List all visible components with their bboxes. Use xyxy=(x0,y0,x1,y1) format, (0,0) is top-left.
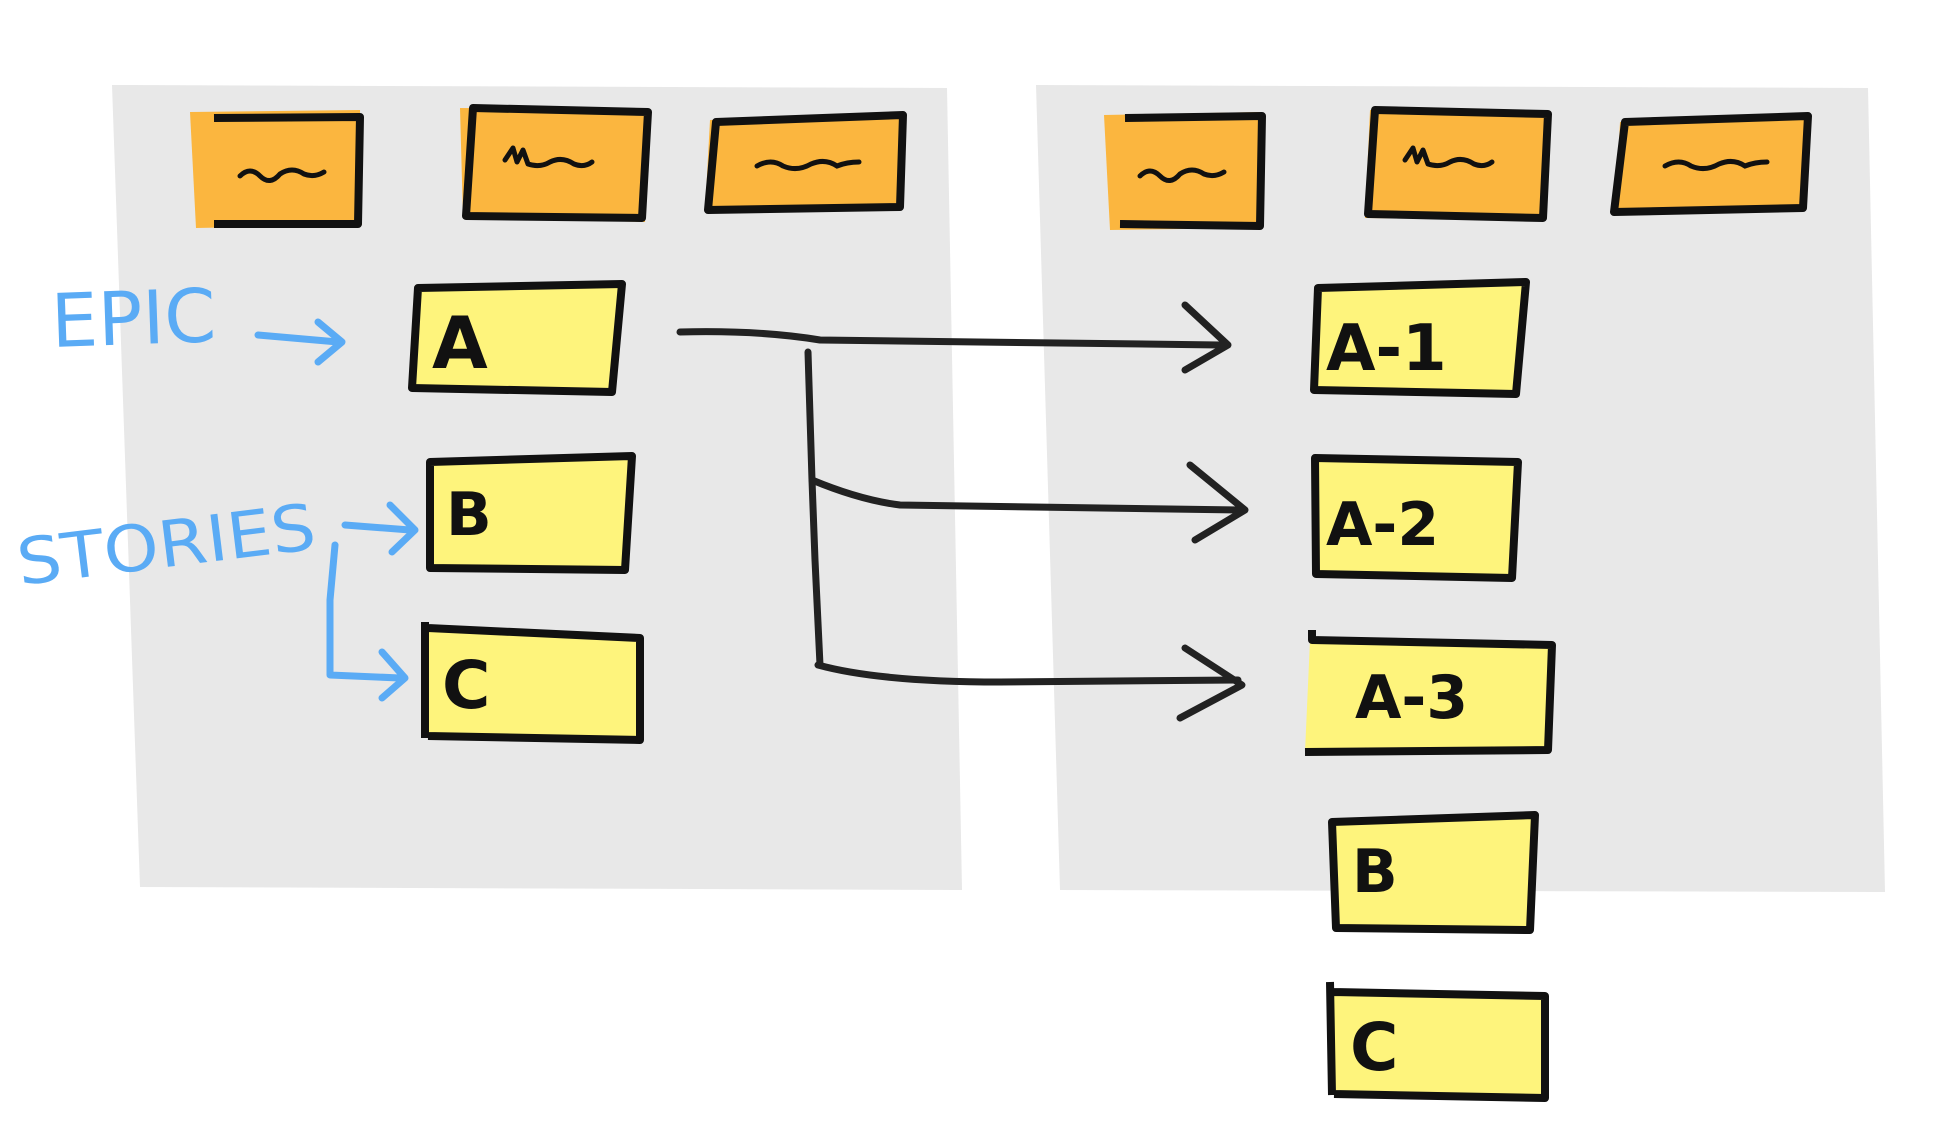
card-label: B xyxy=(1352,837,1398,907)
arrowhead-icon xyxy=(314,318,346,366)
split-connectors xyxy=(676,301,1249,722)
squiggle-icon xyxy=(502,145,595,169)
card-label: A xyxy=(432,301,488,385)
left-header-card-1 xyxy=(190,110,364,228)
squiggle-icon xyxy=(754,158,862,172)
right-header-card-1 xyxy=(1104,112,1266,230)
squiggle-icon xyxy=(1662,158,1770,172)
left-card-a: A xyxy=(408,280,626,396)
left-card-c: C xyxy=(421,622,644,744)
arrowhead-icon xyxy=(1181,301,1232,374)
card-label: A-2 xyxy=(1326,490,1439,560)
card-label: A-1 xyxy=(1326,312,1447,386)
left-card-b: B xyxy=(426,452,636,574)
squiggle-icon xyxy=(1402,145,1495,169)
left-header-card-2 xyxy=(460,104,652,222)
left-header-card-3 xyxy=(704,111,907,214)
right-card-a-3: A-3 xyxy=(1304,630,1556,756)
connector-a-to-a-3 xyxy=(814,661,1242,686)
epic-arrow xyxy=(254,318,346,366)
right-card-c: C xyxy=(1326,981,1549,1102)
arrowhead-icon xyxy=(1176,644,1246,722)
stories-arrows xyxy=(326,501,419,702)
connector-trunk xyxy=(804,348,824,669)
squiggle-icon xyxy=(237,167,327,183)
right-card-b: B xyxy=(1328,811,1539,934)
card-label: B xyxy=(446,480,492,550)
arrowhead-icon xyxy=(378,648,409,702)
connector-a-to-a-2 xyxy=(808,476,1244,514)
card-label: C xyxy=(1350,1009,1398,1086)
arrowhead-icon xyxy=(386,501,419,556)
right-card-a-1: A-1 xyxy=(1310,278,1530,398)
arrowhead-icon xyxy=(1186,461,1249,544)
card-label: C xyxy=(442,647,490,724)
connector-a-to-a-1 xyxy=(676,328,1224,349)
right-header-card-3 xyxy=(1610,112,1812,216)
squiggle-icon xyxy=(1137,167,1227,183)
right-card-a-2: A-2 xyxy=(1311,454,1522,582)
epic-annotation: EPIC xyxy=(50,273,218,365)
card-label: A-3 xyxy=(1355,663,1468,733)
right-header-card-2 xyxy=(1364,106,1552,222)
